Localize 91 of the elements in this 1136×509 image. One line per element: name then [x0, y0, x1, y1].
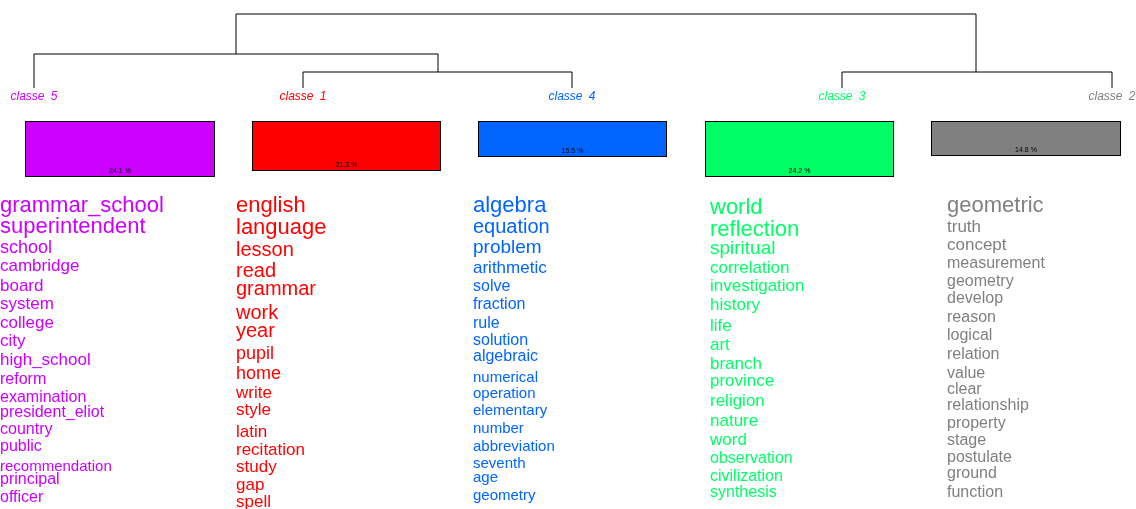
- class-label: classe 3: [818, 89, 866, 103]
- word: value: [947, 365, 986, 382]
- word: read: [236, 260, 277, 280]
- word: civilization: [710, 468, 783, 485]
- class-bar: [705, 121, 894, 177]
- word: style: [236, 400, 271, 418]
- word: lesson: [236, 239, 294, 259]
- word: write: [236, 383, 272, 401]
- word: rule: [473, 315, 500, 332]
- word: investigation: [710, 276, 805, 294]
- word: correlation: [710, 258, 790, 276]
- word: reason: [947, 309, 996, 326]
- word: geometry: [473, 486, 536, 502]
- word: branch: [710, 354, 762, 372]
- word: english: [236, 193, 306, 216]
- word: abbreviation: [473, 437, 555, 453]
- word: spiritual: [710, 237, 776, 257]
- word: latin: [236, 422, 268, 440]
- class-bar: [478, 121, 667, 157]
- word: world: [710, 195, 763, 218]
- word: grammar: [236, 278, 316, 298]
- word: art: [710, 335, 730, 353]
- word: solve: [473, 278, 511, 295]
- word: reflection: [710, 217, 800, 240]
- class-label: classe 1: [279, 89, 327, 103]
- word: age: [473, 468, 499, 484]
- word: number: [473, 419, 524, 435]
- class-bar: [25, 121, 215, 177]
- word: nature: [710, 411, 759, 429]
- word: operation: [473, 384, 536, 400]
- word: recitation: [236, 440, 305, 458]
- word: public: [0, 438, 42, 455]
- word: home: [236, 364, 282, 383]
- word: numerical: [473, 368, 539, 384]
- word: reform: [0, 371, 47, 388]
- word: examination: [0, 389, 87, 406]
- word: problem: [473, 236, 542, 256]
- class-label: classe 4: [548, 89, 596, 103]
- word: pupil: [236, 344, 275, 363]
- word: recommendation: [0, 457, 112, 473]
- class-bar: [931, 121, 1121, 156]
- word: board: [0, 276, 44, 294]
- word: system: [0, 294, 54, 312]
- word: truth: [947, 217, 982, 235]
- word: postulate: [947, 449, 1012, 466]
- word: grammar_school: [0, 193, 164, 216]
- word: history: [710, 295, 761, 313]
- word: arithmetic: [473, 258, 547, 276]
- word: property: [947, 415, 1006, 432]
- word: life: [710, 316, 732, 334]
- word: observation: [710, 450, 793, 467]
- word: geometric: [947, 193, 1044, 216]
- word: word: [710, 430, 747, 448]
- word: gap: [236, 475, 265, 493]
- word: school: [0, 238, 53, 257]
- word: principal: [0, 471, 60, 488]
- word: concept: [947, 235, 1007, 253]
- word: college: [0, 313, 54, 331]
- word: country: [0, 421, 53, 438]
- word: year: [236, 320, 275, 340]
- word: cambridge: [0, 256, 80, 274]
- word: logical: [947, 327, 993, 344]
- word: algebra: [473, 193, 547, 216]
- word: develop: [947, 290, 1004, 307]
- word: officer: [0, 489, 44, 506]
- word: relation: [947, 346, 1000, 363]
- word: ground: [947, 465, 997, 482]
- word: high_school: [0, 350, 91, 368]
- word: study: [236, 457, 277, 475]
- class-bar: [252, 121, 441, 171]
- class-label: classe 5: [10, 89, 58, 103]
- word: solution: [473, 332, 529, 349]
- word: stage: [947, 432, 987, 449]
- word: city: [0, 331, 26, 349]
- word: seventh: [473, 454, 526, 470]
- word: algebraic: [473, 348, 538, 365]
- word: equation: [473, 216, 550, 236]
- word: relationship: [947, 397, 1029, 414]
- word: geometry: [947, 273, 1014, 290]
- word: measurement: [947, 255, 1045, 272]
- word: synthesis: [710, 484, 777, 501]
- word: fraction: [473, 296, 526, 313]
- word: work: [236, 302, 279, 322]
- word: province: [710, 371, 775, 389]
- class-label: classe 2: [1088, 89, 1136, 103]
- word: function: [947, 484, 1004, 501]
- word: religion: [710, 391, 765, 409]
- word: language: [236, 215, 327, 238]
- word: clear: [947, 381, 982, 398]
- word: president_eliot: [0, 404, 105, 421]
- word: elementary: [473, 401, 548, 417]
